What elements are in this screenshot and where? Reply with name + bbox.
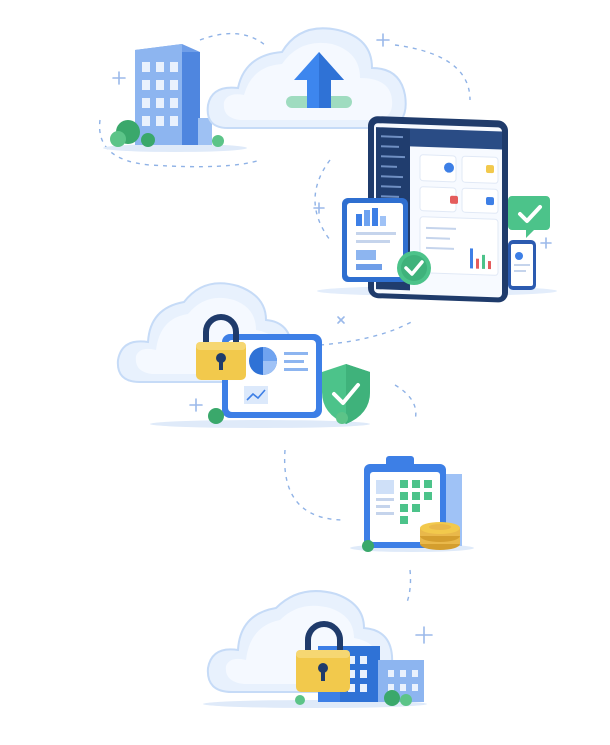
chart-icon — [342, 198, 408, 282]
checkmark-badge-icon — [508, 196, 550, 238]
coin-stack-icon — [420, 522, 460, 550]
billing-finance — [350, 456, 474, 552]
upload-arrow-icon — [286, 52, 352, 108]
sparkle-icons — [112, 33, 552, 644]
secure-cloud-offices — [203, 590, 427, 708]
dashboard-devices — [317, 116, 557, 303]
office-building-icon — [103, 44, 247, 152]
checkmark-circle-icon — [397, 251, 431, 285]
connector-paths — [98, 32, 471, 606]
secure-cloud-data — [116, 282, 370, 428]
shield-check-icon — [322, 364, 370, 424]
phone-icon — [508, 240, 536, 290]
spreadsheet-icon — [364, 456, 462, 548]
padlock-icon — [296, 621, 350, 692]
pie-chart-icon — [222, 334, 322, 418]
padlock-icon — [196, 314, 246, 380]
